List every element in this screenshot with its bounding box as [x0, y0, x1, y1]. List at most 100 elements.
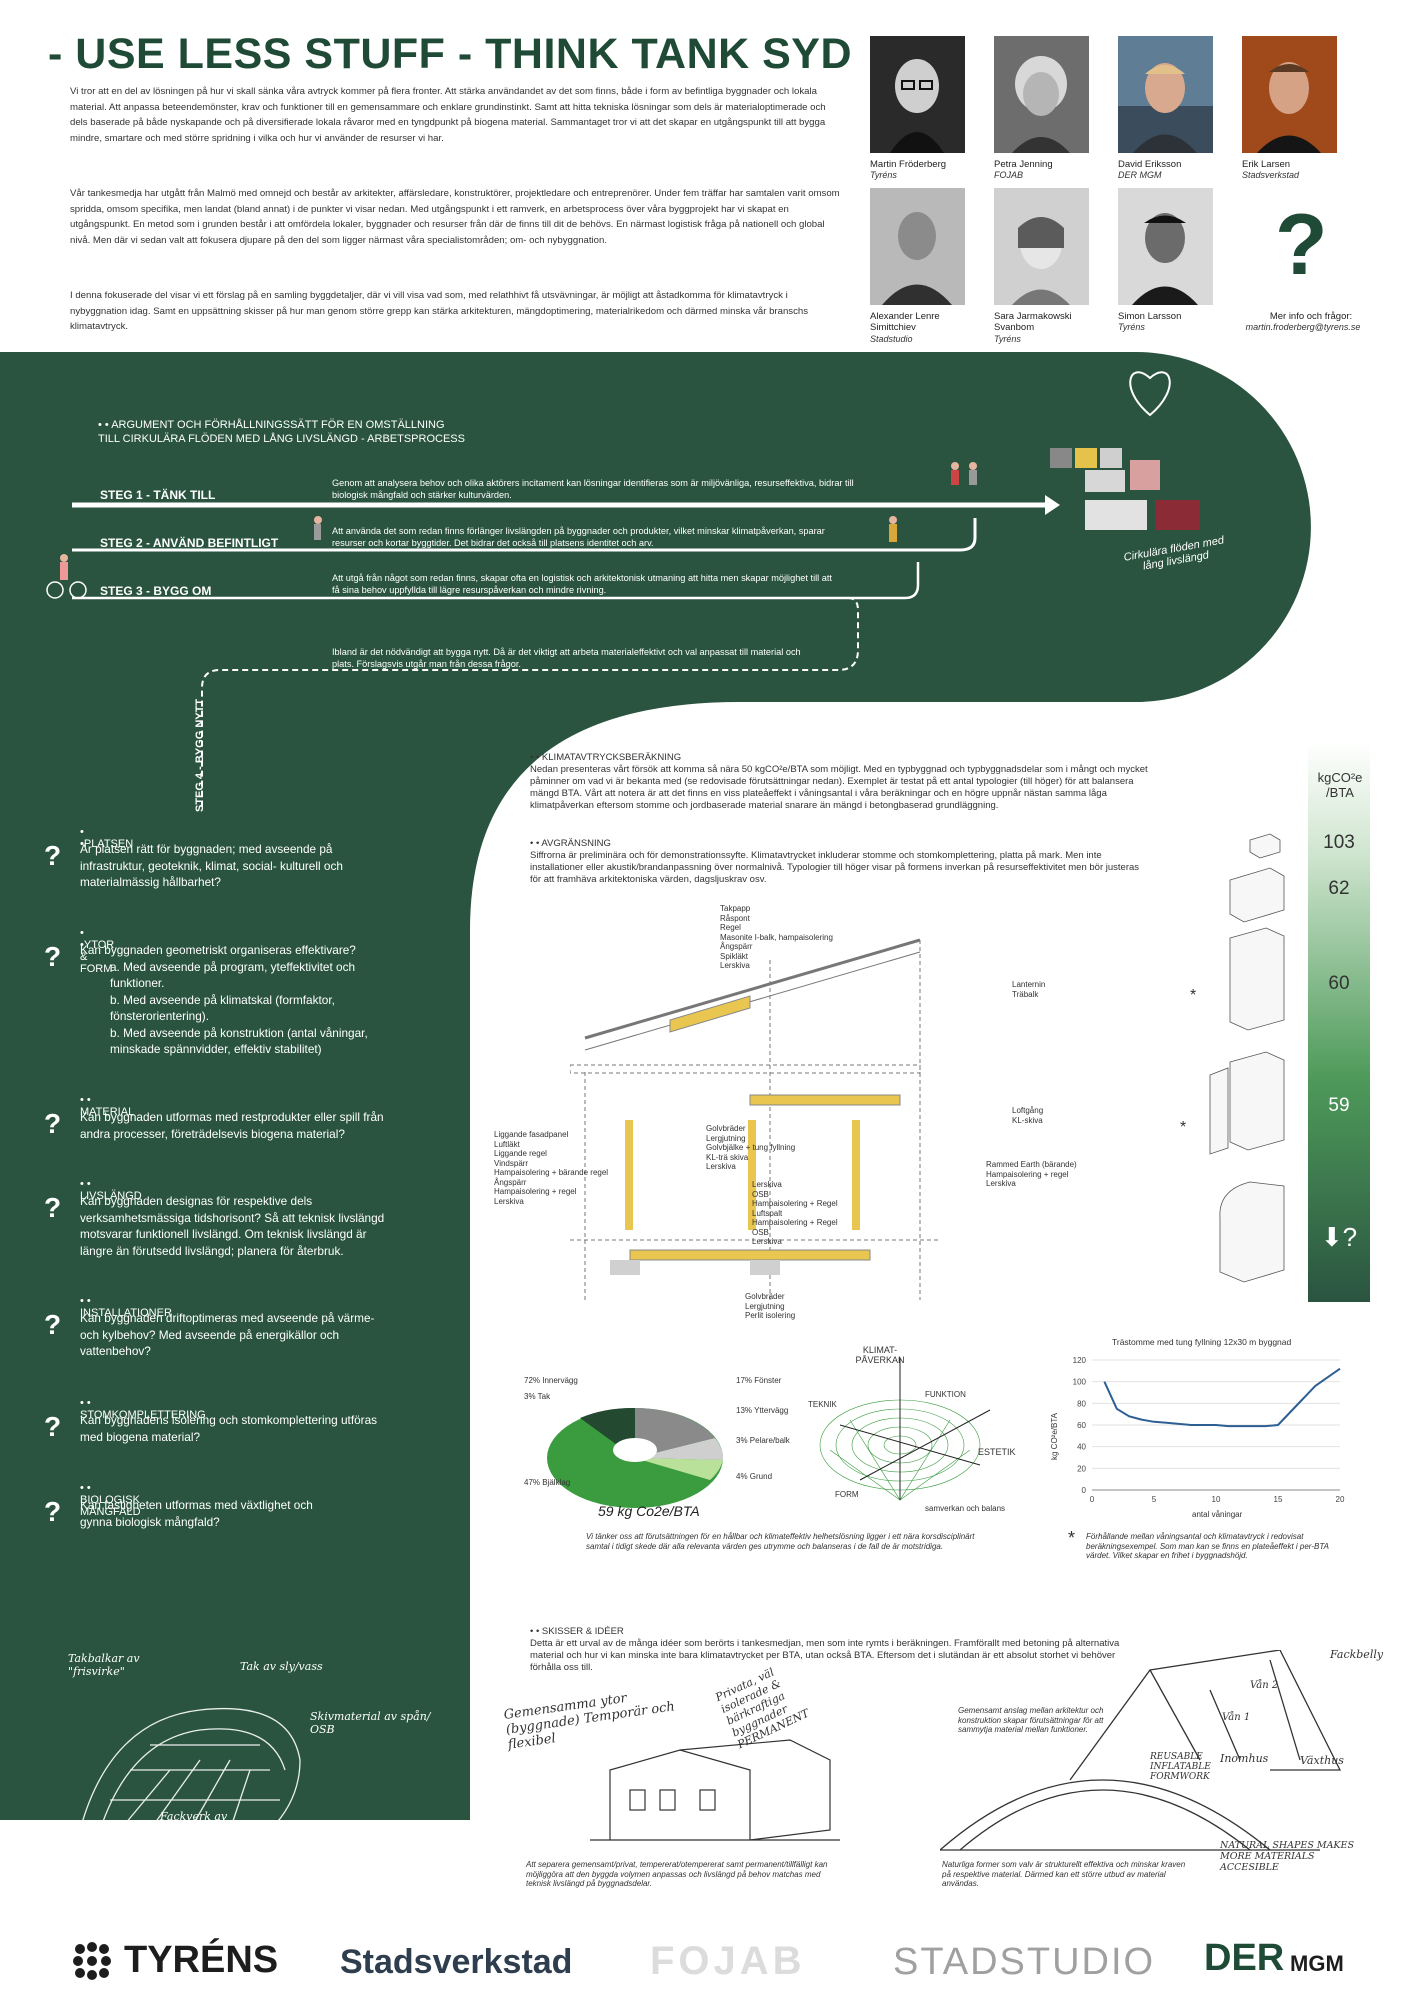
sketch-annotation: Växthus: [1300, 1754, 1344, 1767]
sketch-annotation: NATURAL SHAPES MAKES MORE MATERIALS ACCE…: [1220, 1840, 1354, 1873]
donut-label: 13% Yttervägg: [736, 1406, 789, 1415]
star-caption: Förhållande mellan våningsantal och klim…: [1086, 1532, 1329, 1560]
chart-y-tick-label: 80: [1077, 1399, 1086, 1408]
donut-label: 3% Pelare/balk: [736, 1436, 790, 1445]
people-figures-icon: [46, 462, 977, 599]
bar-bottom-arrow: ⬇?: [1320, 1222, 1358, 1252]
portrait-photo: [1242, 36, 1337, 153]
vault-sketch: [940, 1650, 1342, 1851]
klimat-text: Nedan presenteras vårt försök att komma …: [530, 764, 1148, 811]
portrait-photo: [994, 36, 1089, 153]
building-section-drawing: [570, 938, 940, 1300]
sketch-annotation: Tak av sly/vass: [240, 1660, 323, 1673]
person-name: Erik Larsen: [1242, 159, 1291, 170]
chart-x-tick-label: 0: [1090, 1495, 1095, 1504]
stadsverkstad-logo: Stadsverkstad: [340, 1943, 573, 1981]
portrait-photo: [1118, 188, 1213, 305]
question-mark-icon: ?: [44, 1192, 62, 1223]
sketch-caption-left: Genom att lära sig att ta vara på större…: [56, 1862, 314, 1881]
donut-total: 59 kg Co2e/BTA: [598, 1503, 700, 1519]
person-org: Tyréns: [870, 170, 897, 180]
chart-x-tick-label: 10: [1212, 1495, 1221, 1504]
radar-axis-label: KLIMAT-PÅVERKAN: [855, 1345, 905, 1365]
question-text: Kan fastigheten utformas med växtlighet …: [80, 1498, 313, 1529]
der-logo: DER: [1204, 1937, 1285, 1979]
radar-center-label: samverkan och balans: [925, 1504, 1006, 1513]
person-name: David Eriksson: [1118, 159, 1182, 170]
portrait-photo: [870, 188, 965, 305]
chart-title: Trästomme med tung fyllning 12x30 m bygg…: [1112, 1337, 1292, 1347]
portrait-photo: [1118, 36, 1213, 153]
process-subheading: TILL CIRKULÄRA FLÖDEN MED LÅNG LIVSLÄNGD…: [98, 433, 465, 445]
person-name: Sara Jarmakowski Svanbom: [994, 311, 1072, 333]
question-heading: • •YTOR & FORM: [80, 927, 115, 975]
chart-y-tick-label: 0: [1082, 1486, 1087, 1495]
question-text: Kan byggnaden driftoptimeras med avseend…: [80, 1311, 375, 1358]
person-org: Stadstudio: [870, 334, 913, 344]
sketch-annotation: Skivmaterial av spån/ OSB: [310, 1710, 431, 1736]
sketch-annotation: Vån 2: [1250, 1680, 1279, 1691]
donut-label: 17% Fönster: [736, 1376, 782, 1385]
radar-axis-label: FORM: [835, 1490, 859, 1499]
star-icon: *: [1068, 1528, 1076, 1548]
chart-y-tick-label: 120: [1073, 1356, 1087, 1365]
step-1-text: Genom att analysera behov och olika aktö…: [332, 478, 854, 500]
step-4-title: STEG 4 - BYGG NYTT: [194, 698, 206, 812]
sketch-annotation: Vån 1: [1222, 1712, 1251, 1723]
skisser-text: Detta är ett urval av de många idéer som…: [530, 1638, 1120, 1673]
earth-wall-labels: Rammed Earth (bärande)Hampaisolering + r…: [986, 1160, 1077, 1188]
tyrens-logo-icon: [72, 1941, 112, 1981]
avgransning-heading: • • AVGRÄNSNING: [530, 838, 611, 849]
tyrens-logo: TYRÉNS: [124, 1939, 279, 1981]
chart-y-tick-label: 20: [1077, 1464, 1086, 1473]
intro-paragraph-2: Vår tankesmedja har utgått från Malmö me…: [70, 188, 840, 246]
bar-value: 103: [1323, 832, 1355, 853]
sketch-annotation: Fackbelly: [1330, 1648, 1384, 1661]
skisser-heading: • • SKISSER & IDÉER: [530, 1626, 624, 1637]
question-text: Kan byggnadens isolering och stomkomplet…: [80, 1413, 378, 1444]
radar-diagram: [819, 1358, 991, 1501]
sketch-annotation: Fackverk av sammade trädstammar: [160, 1810, 233, 1849]
chart-x-tick-label: 5: [1152, 1495, 1157, 1504]
question-text: Kan byggnaden geometriskt organiseras ef…: [80, 943, 368, 1056]
question-mark-icon: ?: [44, 1108, 62, 1139]
building-sketch: [590, 1739, 840, 1841]
svg-text:*: *: [1190, 987, 1196, 1004]
intro-paragraph-3: I denna fokuserade del visar vi ett förs…: [70, 290, 809, 332]
sketch-caption-right: Naturliga former som valv är strukturell…: [942, 1860, 1186, 1888]
heart-icon: [1129, 371, 1171, 417]
question-heading: • •PLATSEN: [80, 826, 134, 850]
radar-axis-label: ESTETIK: [978, 1447, 1016, 1457]
person-name: Simon Larsson: [1118, 311, 1182, 322]
intro-paragraph-1: Vi tror att en del av lösningen på hur v…: [70, 86, 826, 144]
donut-label: 72% Innervägg: [524, 1376, 578, 1385]
question-mark-icon: ?: [44, 1309, 62, 1340]
donut-label: 4% Grund: [736, 1472, 773, 1481]
question-text: Kan byggnaden utformas med restprodukter…: [80, 1110, 384, 1141]
process-heading: • • ARGUMENT OCH FÖRHÅLLNINGSSÄTT FÖR EN…: [98, 419, 445, 431]
question-heading: • • STOMKOMPLETTERING: [80, 1397, 206, 1421]
process-flow-diagram: [46, 371, 1200, 810]
svg-text:*: *: [1180, 1119, 1186, 1136]
typology-drawings: * *: [1180, 833, 1285, 1283]
bar-value: 62: [1328, 878, 1350, 899]
page-title: - USE LESS STUFF - THINK TANK SYD: [48, 30, 853, 78]
person-org: Tyréns: [1118, 322, 1145, 332]
radar-caption: Vi tänker oss att förutsättningen för en…: [586, 1532, 975, 1551]
question-text: Är platsen rätt för byggnaden; med avsee…: [80, 842, 343, 889]
question-mark-icon: ?: [44, 1496, 62, 1527]
person-name: Alexander Lenre Simittchiev: [870, 311, 940, 333]
sketch-annotation: Takbalkar av "frisvirke": [68, 1652, 140, 1678]
contact-email-link[interactable]: martin.froderberg@tyrens.se: [1245, 322, 1361, 332]
radar-axis-label: TEKNIK: [808, 1400, 837, 1409]
portrait-photo: [994, 188, 1089, 305]
question-heading: • • INSTALLATIONER: [80, 1295, 172, 1319]
sketch-annotation: Inomhus: [1220, 1752, 1269, 1765]
